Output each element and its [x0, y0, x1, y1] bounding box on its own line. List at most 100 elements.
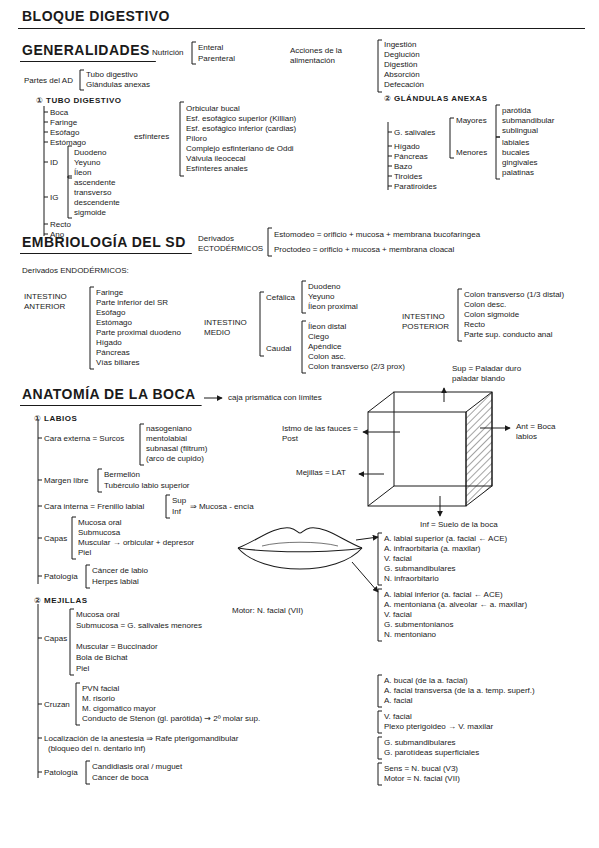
note-text: Mayores	[456, 116, 487, 126]
note-text: Tubérculo labio superior	[104, 481, 190, 491]
bracket	[268, 228, 272, 256]
note-text: Esófago	[96, 308, 125, 318]
note-text: Cefálica	[266, 293, 295, 303]
note-text: G. salivales	[394, 128, 435, 138]
note-text: Defecación	[384, 80, 424, 90]
note-text: ⇒ Mucosa - encía	[190, 502, 254, 512]
page-title: BLOQUE DIGESTIVO	[22, 8, 170, 26]
bracket	[80, 70, 84, 90]
note-text: Parte proximal duodeno	[96, 328, 181, 338]
bracket	[378, 711, 382, 733]
brackets	[68, 40, 500, 785]
note-text: Cáncer de boca	[92, 773, 148, 783]
note-text: Apéndice	[308, 342, 341, 352]
note-text: Parte sup. conducto anal	[464, 330, 553, 340]
note-text: Tubo digestivo	[86, 70, 138, 80]
bracket	[180, 102, 184, 176]
note-text: esfínteres	[134, 132, 169, 142]
note-text: Sens = N. bucal (V3)	[384, 764, 458, 774]
note-text: ID	[50, 158, 58, 168]
note-text: Absorción	[384, 70, 420, 80]
note-text: Píloro	[186, 134, 207, 144]
note-text: mentolabial	[146, 434, 187, 444]
note-text: caja prismática con límites	[228, 393, 322, 403]
note-text: Estomodeo = orificio + mucosa + membrana…	[274, 230, 480, 240]
lips-drawing	[238, 528, 362, 569]
note-text: labiales	[502, 138, 529, 148]
bracket	[76, 683, 80, 725]
bracket	[86, 761, 90, 784]
bracket	[450, 118, 454, 158]
note-text: Orbicular bucal	[186, 104, 240, 114]
note-text: Colon sigmoide	[464, 310, 519, 320]
spine-tick	[44, 122, 48, 123]
note-text: Submucosa = G. salivales menores	[76, 621, 202, 631]
note-text: Inf	[172, 507, 181, 517]
section-heading: ANATOMÍA DE LA BOCA	[22, 386, 196, 404]
note-text: Colon desc.	[464, 300, 506, 310]
note-text: Recto	[464, 320, 485, 330]
note-text: A. bucal (de la a. facial)	[384, 676, 468, 686]
note-text: Patología	[44, 572, 78, 582]
note-text: G. submentonianos	[384, 620, 453, 630]
note-text: gingivales	[502, 158, 538, 168]
spine-tick	[38, 576, 42, 577]
note-text: Glándulas anexas	[86, 80, 150, 90]
note-text: Proctodeo = orificio + mucosa + membrana…	[274, 245, 454, 255]
note-text: Estómago	[50, 138, 86, 148]
note-text: Mucosa oral	[76, 610, 120, 620]
note-text: Paratiroides	[394, 182, 437, 192]
note-text: (arco de cupido)	[146, 454, 204, 464]
spine	[38, 604, 39, 778]
note-text: Bola de Bichat	[76, 653, 128, 663]
spine-tick	[38, 638, 42, 639]
note-text: Cruzan	[44, 700, 70, 710]
note-text: Yeyuno	[308, 292, 334, 302]
note-text: N. infraorbitario	[384, 574, 439, 584]
note-text: Colon asc.	[308, 352, 346, 362]
bracket	[378, 589, 382, 641]
note-text: A. labial inferior (a. facial ← ACE)	[384, 590, 503, 600]
spine-tick	[38, 438, 42, 439]
note-text: Motor = N. facial (VII)	[384, 774, 460, 784]
note-text: palatinas	[502, 168, 534, 178]
note-text: Complejo esfinteriano de Oddi	[186, 144, 294, 154]
bracket	[496, 105, 500, 137]
note-text: Íleon distal	[308, 322, 346, 332]
spine-tick	[38, 738, 42, 739]
note-text: M. cigomático mayor	[82, 704, 156, 714]
note-text: Deglución	[384, 50, 420, 60]
note-text: A. facial	[384, 696, 412, 706]
note-text: Íleon proximal	[308, 302, 358, 312]
spine-tick	[44, 197, 48, 198]
note-text: Colon transverso (2/3 prox)	[308, 362, 405, 372]
note-text: G. submandibulares	[384, 738, 456, 748]
note-text: Yeyuno	[74, 158, 100, 168]
note-text: Derivados ECTODÉRMICOS	[198, 234, 264, 254]
bracket	[378, 675, 382, 707]
note-text: INTESTINO ANTERIOR	[24, 292, 80, 312]
spine-tick	[388, 156, 392, 157]
spine-tick	[44, 132, 48, 133]
list-spines	[38, 106, 392, 778]
note-text: Digestión	[384, 60, 417, 70]
note-text: Esfínteres anales	[186, 164, 248, 174]
note-text: Ant = Boca labios	[516, 422, 566, 442]
note-text: bucales	[502, 148, 530, 158]
note-text: Sup = Paladar duro paladar blando	[452, 364, 542, 384]
prism-cube	[368, 392, 492, 506]
note-text: Faringe	[50, 118, 77, 128]
note-text: INTESTINO POSTERIOR	[402, 312, 462, 332]
bracket	[192, 42, 196, 64]
note-text: Válvula ileocecal	[186, 154, 246, 164]
note-text: A. labial superior (a. facial ← ACE)	[384, 534, 507, 544]
note-text: V. facial	[384, 610, 412, 620]
note-text: Plexo pterigoideo → V. maxilar	[384, 722, 493, 732]
bracket	[72, 517, 76, 559]
spine-tick	[38, 704, 42, 705]
note-text: Candidiasis oral / muguet	[92, 762, 182, 772]
spine-tick	[38, 480, 42, 481]
spine-tick	[44, 142, 48, 143]
spine-tick	[44, 224, 48, 225]
